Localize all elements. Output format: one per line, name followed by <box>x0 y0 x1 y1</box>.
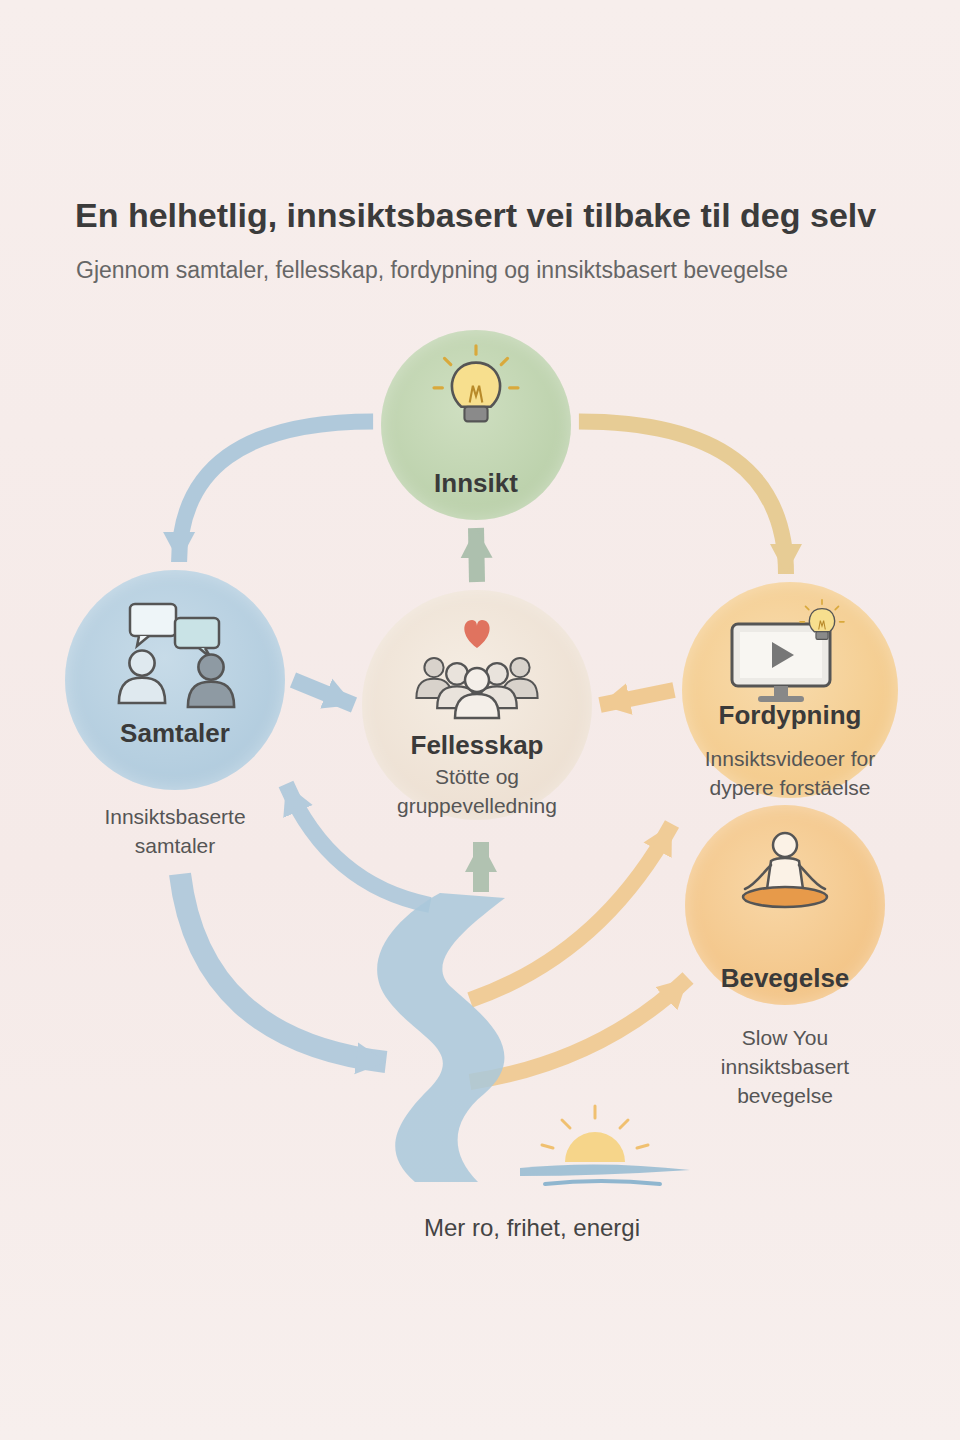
diagram-title: En helhetlig, innsiktsbasert vei tilbake… <box>75 196 876 235</box>
river <box>377 893 505 1182</box>
node-heading: Samtaler <box>120 718 230 748</box>
flow-arrow <box>476 528 477 582</box>
node-circle: BevegelseSlow You innsiktsbasert bevegel… <box>685 805 885 1005</box>
node-description: Innsiktsbaserte samtaler <box>80 802 270 860</box>
node-heading: Fordypning <box>719 700 862 730</box>
diagram-subtitle: Gjennom samtaler, fellesskap, fordypning… <box>76 257 788 284</box>
node-circle: FellesskapStötte og gruppevelledning <box>362 590 592 820</box>
node-circle: SamtalerInnsiktsbaserte samtaler <box>65 570 285 790</box>
node-circle: FordypningInnsiktsvideoer for dypere for… <box>682 582 898 798</box>
flow-arrow <box>179 421 373 562</box>
node-description: Stötte og gruppevelledning <box>377 762 577 820</box>
node-heading: Fellesskap <box>411 730 544 760</box>
node-description: Slow You innsiktsbasert bevegelse <box>695 1023 875 1110</box>
node-heading: Bevegelse <box>721 963 850 993</box>
flow-arrow <box>579 421 786 574</box>
flow-arrow <box>293 680 354 705</box>
outcome-label: Mer ro, frihet, energi <box>424 1214 640 1242</box>
flow-arrow <box>600 690 674 705</box>
node-circle: Innsikt <box>381 330 571 520</box>
node-icon <box>65 570 285 790</box>
node-description: Innsiktsvideoer for dypere forstäelse <box>680 744 900 802</box>
node-heading: Innsikt <box>434 468 518 498</box>
sunset <box>520 1106 690 1184</box>
